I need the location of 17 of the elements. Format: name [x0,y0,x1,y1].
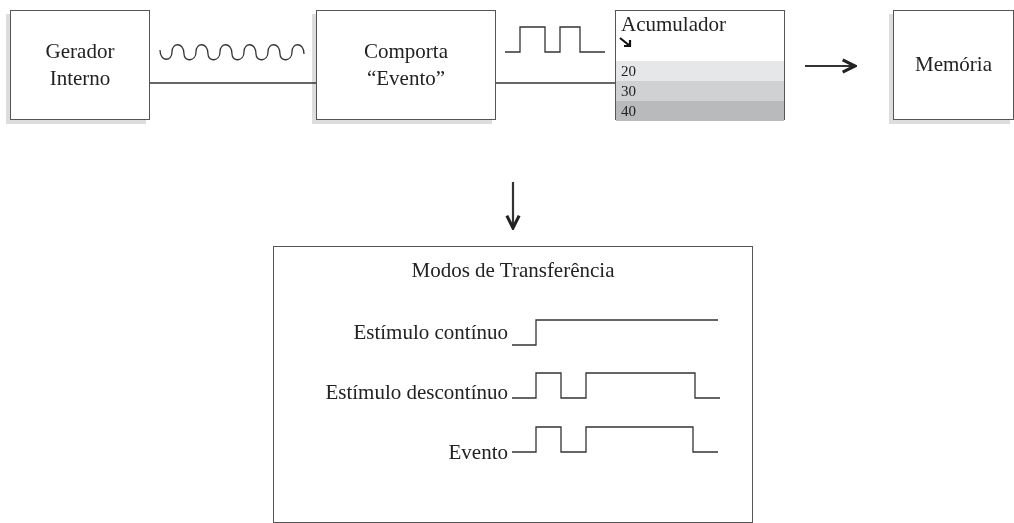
value-row: 20 [616,61,784,81]
block-title: Acumulador [621,11,726,38]
block-box [273,246,753,523]
signal-label: Evento [448,440,508,465]
arrow [805,58,857,74]
block-title: Gerador Interno [44,37,116,92]
block-title: Memória [915,51,992,79]
signal-line [495,82,616,84]
signal-line [149,82,317,84]
signal-label: Estímulo descontínuo [325,380,508,405]
value-row: 30 [616,81,784,101]
signal-label: Estímulo contínuo [353,320,508,345]
block-title: Modos de Transferência [411,257,615,284]
block-box [615,10,785,120]
value-row: 40 [616,101,784,121]
block-title: Comporta “Evento” [363,37,449,92]
arrow [505,182,521,230]
